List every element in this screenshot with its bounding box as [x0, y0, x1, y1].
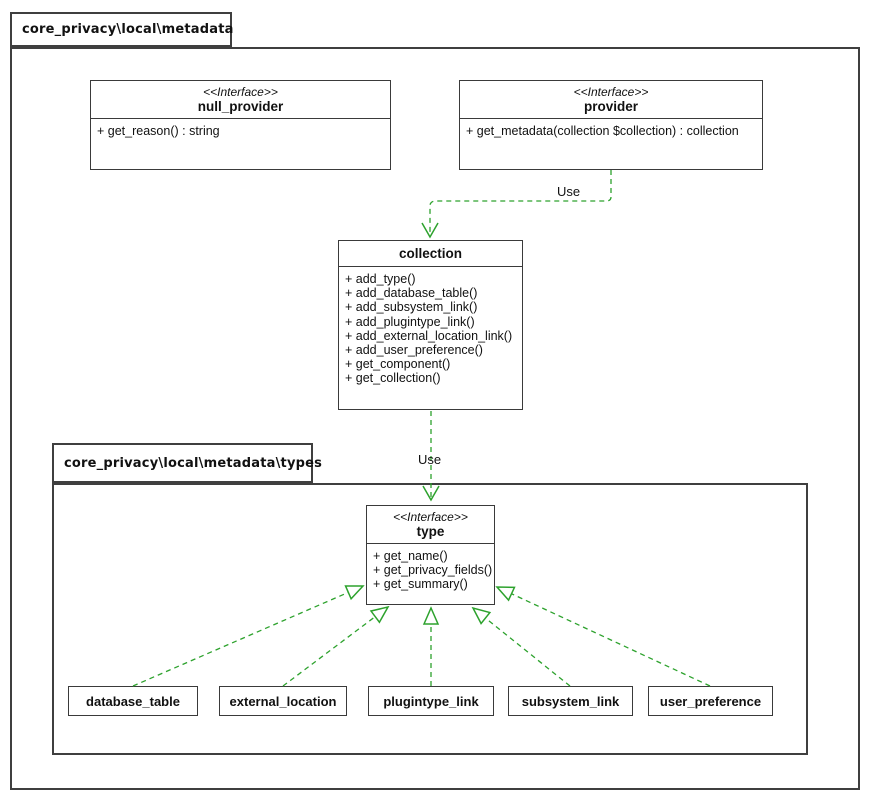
- method-add-external-location-link: + add_external_location_link(): [345, 328, 513, 343]
- method-get-reason: + get_reason() : string: [97, 124, 220, 138]
- method-get-collection: + get_collection(): [345, 371, 441, 386]
- stereotype-label: <<Interface>>: [573, 85, 649, 99]
- class-name: collection: [398, 246, 462, 261]
- class-name: null_provider: [197, 99, 284, 114]
- class-separator: [460, 118, 762, 119]
- class-database-table: database_table: [68, 686, 198, 716]
- method-get-privacy-fields: + get_privacy_fields(): [373, 563, 493, 578]
- method-add-user-preference: + add_user_preference(): [345, 343, 483, 358]
- class-name: type: [416, 524, 445, 539]
- method-add-database-table: + add_database_table(): [345, 286, 478, 301]
- class-name: subsystem_link: [521, 693, 620, 709]
- class-plugintype-link: plugintype_link: [368, 686, 494, 716]
- package-metadata-body: [10, 47, 860, 790]
- method-add-type: + add_type(): [345, 272, 416, 286]
- class-separator: [339, 266, 522, 267]
- class-name: external_location: [229, 693, 337, 709]
- class-null-provider-header: <<Interface>> null_provider: [91, 81, 390, 114]
- class-type: <<Interface>> type + get_name() + get_pr…: [366, 505, 495, 605]
- package-types-body: [52, 483, 808, 755]
- package-types-tab: core_privacy\local\metadata\types: [52, 443, 322, 483]
- class-user-preference: user_preference: [648, 686, 773, 716]
- class-separator: [91, 118, 390, 119]
- package-metadata-tab: core_privacy\local\metadata: [10, 12, 234, 47]
- stereotype-label: <<Interface>>: [203, 85, 278, 99]
- class-external-location: external_location: [219, 686, 347, 716]
- class-subsystem-link: subsystem_link: [508, 686, 633, 716]
- package-metadata-label: core_privacy\local\metadata: [22, 22, 234, 37]
- method-get-component: + get_component(): [345, 357, 451, 372]
- class-name: user_preference: [659, 693, 762, 709]
- class-separator: [367, 543, 494, 544]
- class-provider: <<Interface>> provider + get_metadata(co…: [459, 80, 763, 170]
- class-collection-header: collection: [339, 241, 522, 261]
- class-type-header: <<Interface>> type: [367, 506, 494, 539]
- class-collection: collection + add_type() + add_database_t…: [338, 240, 523, 410]
- class-provider-header: <<Interface>> provider: [460, 81, 762, 114]
- stereotype-label: <<Interface>>: [393, 510, 468, 524]
- method-get-metadata: + get_metadata(collection $collection) :…: [466, 124, 739, 138]
- class-null-provider: <<Interface>> null_provider + get_reason…: [90, 80, 391, 170]
- method-get-summary: + get_summary(): [373, 577, 468, 592]
- class-name: plugintype_link: [383, 693, 479, 709]
- method-add-plugintype-link: + add_plugintype_link(): [345, 314, 475, 329]
- edge-label-use-provider: Use: [557, 184, 581, 199]
- package-types-label: core_privacy\local\metadata\types: [64, 455, 323, 471]
- method-add-subsystem-link: + add_subsystem_link(): [345, 300, 478, 315]
- edge-label-use-collection: Use: [418, 452, 442, 467]
- class-name: database_table: [86, 693, 180, 709]
- method-get-name: + get_name(): [373, 549, 448, 563]
- class-name: provider: [583, 99, 638, 114]
